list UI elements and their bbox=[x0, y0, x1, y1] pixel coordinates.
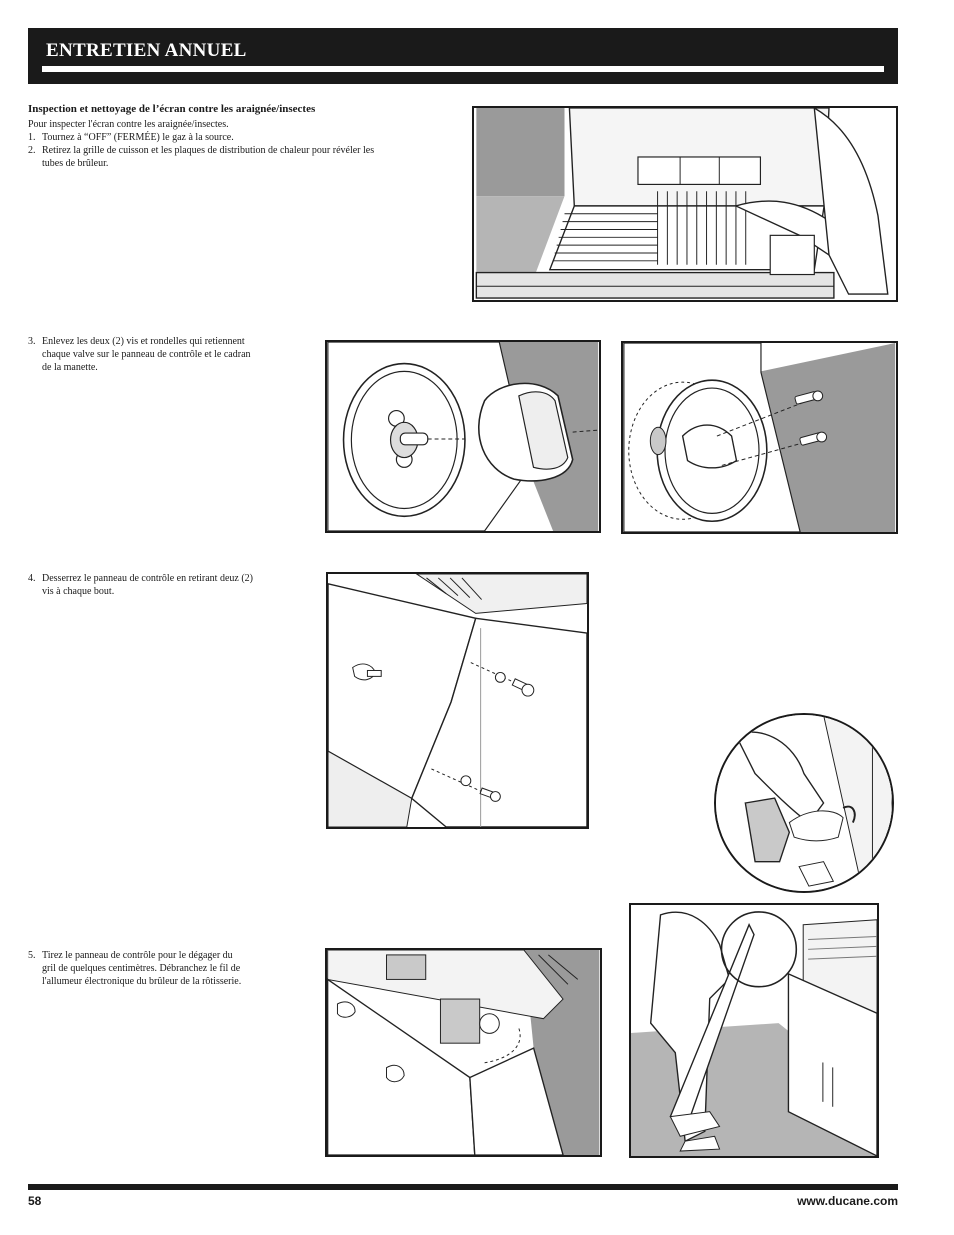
step-4: 4. Desserrez le panneau de contrôle en r… bbox=[28, 572, 318, 600]
step-number: 2. bbox=[28, 145, 36, 156]
figure-control-panel-pulled bbox=[325, 948, 602, 1157]
section-intro: Pour inspecter l'écran contre les araign… bbox=[28, 119, 229, 130]
page-number: 58 bbox=[28, 1194, 42, 1208]
step-5: 5. Tirez le panneau de contrôle pour le … bbox=[28, 949, 323, 991]
step-text: Tournez à “OFF” (FERMÉE) le gaz à la sou… bbox=[42, 132, 234, 143]
figure-person-pulling-panel bbox=[629, 903, 879, 1158]
page-header: ENTRETIEN ANNUEL bbox=[28, 28, 898, 84]
valve-screws-illustration bbox=[623, 343, 896, 532]
knob-illustration bbox=[327, 342, 599, 531]
step-2: 2. Retirez la grille de cuisson et les p… bbox=[28, 144, 458, 172]
grill-grate-illustration bbox=[475, 108, 894, 300]
step-text: de la manette. bbox=[42, 362, 98, 373]
step-1: 1. Tournez à “OFF” (FERMÉE) le gaz à la … bbox=[28, 131, 458, 145]
step-text: tubes de brûleur. bbox=[42, 158, 109, 169]
section-heading: Inspection et nettoyage de l’écran contr… bbox=[28, 103, 316, 115]
panel-pulled-illustration bbox=[327, 950, 600, 1155]
step-number: 3. bbox=[28, 336, 36, 347]
page-title: ENTRETIEN ANNUEL bbox=[46, 40, 247, 61]
header-rule bbox=[42, 66, 884, 72]
step-text: gril de quelques centimètres. Débranchez… bbox=[42, 963, 241, 974]
step-text: chaque valve sur le panneau de contrôle … bbox=[42, 349, 251, 360]
step-number: 1. bbox=[28, 132, 36, 143]
step-text: Desserrez le panneau de contrôle en reti… bbox=[42, 573, 254, 584]
person-panel-illustration bbox=[631, 905, 877, 1156]
footer-rule bbox=[28, 1184, 898, 1190]
step-text: Enlevez les deux (2) vis et rondelles qu… bbox=[42, 336, 245, 347]
step-number: 4. bbox=[28, 573, 36, 584]
website-link[interactable]: www.ducane.com bbox=[797, 1194, 898, 1208]
ignitor-detail-illustration bbox=[716, 715, 892, 891]
step-text: Tirez le panneau de contrôle pour le dég… bbox=[42, 950, 233, 961]
step-number: 5. bbox=[28, 950, 36, 961]
figure-knob-removal bbox=[325, 340, 601, 533]
figure-valve-screws bbox=[621, 341, 898, 534]
figure-control-panel-screws bbox=[326, 572, 589, 829]
step-text: Retirez la grille de cuisson et les plaq… bbox=[42, 145, 375, 156]
figure-ignitor-detail bbox=[714, 713, 894, 893]
step-text: l'allumeur électronique du brûleur de la… bbox=[42, 976, 242, 987]
figure-grill-grate-removal bbox=[472, 106, 898, 302]
step-3: 3. Enlevez les deux (2) vis et rondelles… bbox=[28, 335, 318, 377]
control-panel-illustration bbox=[328, 574, 587, 827]
step-text: vis à chaque bout. bbox=[42, 586, 115, 597]
